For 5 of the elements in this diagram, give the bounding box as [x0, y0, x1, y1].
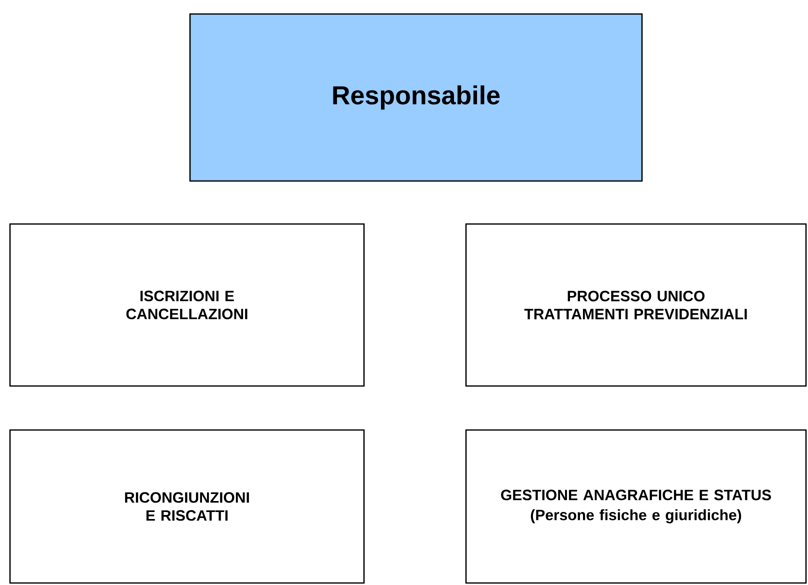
unit-box: ISCRIZIONI E CANCELLAZIONI	[9, 223, 365, 387]
unit-box: PROCESSO UNICO TRATTAMENTI PREVIDENZIALI	[465, 223, 807, 387]
head-box: Responsabile	[189, 13, 643, 182]
unit-box: GESTIONE ANAGRAFICHE E STATUS (Persone fisiche e giuridiche)	[465, 429, 807, 584]
unit-box: RICONGIUNZIONI E RISCATTI	[9, 429, 365, 584]
